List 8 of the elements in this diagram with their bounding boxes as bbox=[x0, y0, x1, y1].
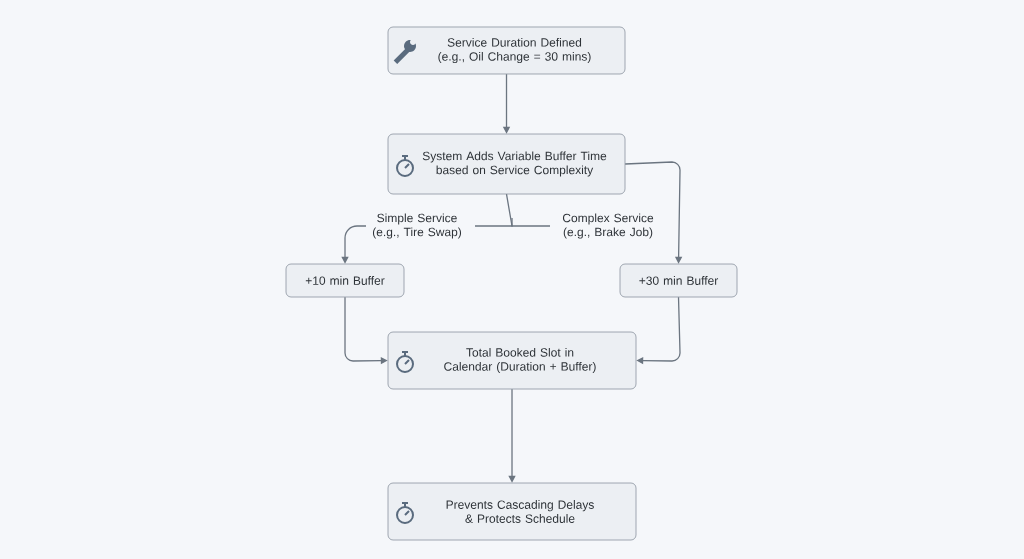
process-box: Total Booked Slot in Calendar (Duration + Buffer) bbox=[387, 331, 637, 390]
process-box: +30 min Buffer bbox=[619, 263, 738, 298]
process-box: System Adds Variable Buffer Time based on Service Complexity bbox=[387, 133, 626, 195]
process-box: Service Duration Defined (e.g., Oil Change = 30 mins) bbox=[387, 26, 626, 75]
edge-label: Simple Service (e.g., Tire Swap) bbox=[366, 212, 468, 240]
edge-label: Complex Service (e.g., Brake Job) bbox=[557, 212, 659, 240]
process-box: Prevents Cascading Delays & Protects Schedule bbox=[387, 482, 637, 541]
process-box: +10 min Buffer bbox=[285, 263, 405, 298]
